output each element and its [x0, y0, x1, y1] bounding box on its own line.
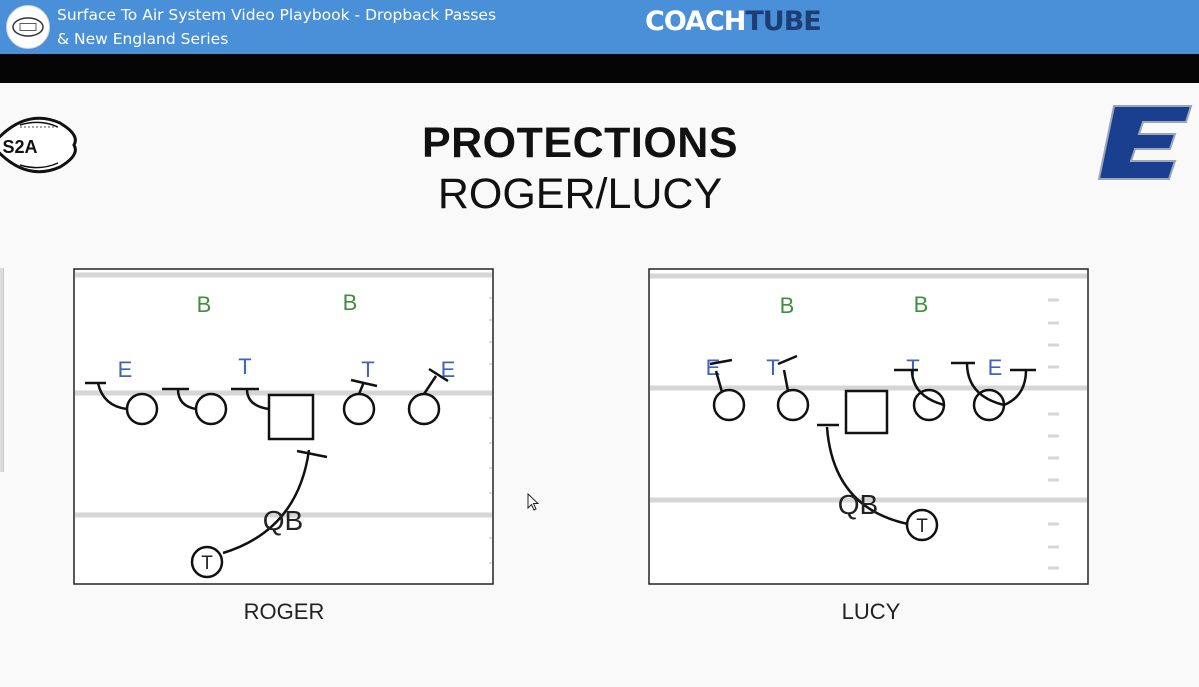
video-title-line1: Surface To Air System Video Playbook - D…	[57, 6, 497, 24]
channel-avatar[interactable]	[6, 5, 50, 49]
football-logo-icon	[12, 17, 44, 37]
team-e-logo	[1097, 105, 1193, 180]
offensive-lineman	[194, 392, 228, 426]
slide-title: PROTECTIONS	[421, 119, 739, 167]
protector-tag-label: T	[916, 516, 928, 537]
roger-diagram: B B E T T E QB T	[73, 268, 494, 585]
s2a-logo-text: S2A	[2, 137, 37, 157]
video-title[interactable]: Surface To Air System Video Playbook - D…	[57, 3, 577, 51]
center	[267, 393, 315, 441]
mouse-pointer-icon	[527, 493, 540, 511]
tackle-label: T	[238, 354, 251, 379]
s2a-football-logo: S2A	[0, 116, 77, 174]
tackle-label: T	[361, 357, 374, 382]
end-label: E	[988, 355, 1003, 380]
end-label: E	[441, 357, 456, 382]
video-frame[interactable]: S2A PROTECTIONS ROGER/LUCY B B E T T E	[0, 83, 1199, 687]
roger-caption: ROGER	[243, 599, 325, 624]
backer-label: B	[914, 292, 929, 317]
video-letterbox-bar	[0, 54, 1199, 83]
top-bar: Surface To Air System Video Playbook - D…	[0, 0, 1199, 54]
video-title-line2: & New England Series	[57, 30, 229, 48]
tackle-label: T	[766, 355, 779, 380]
backer-label: B	[780, 293, 795, 318]
brand-part2: TUBE	[745, 6, 821, 37]
offensive-lineman	[125, 392, 159, 426]
lucy-caption: LUCY	[841, 599, 901, 624]
backer-label: B	[197, 292, 212, 317]
coachtube-logo[interactable]: COACHTUBE	[645, 6, 822, 37]
left-edge-tab	[0, 268, 4, 472]
offensive-lineman	[407, 392, 441, 426]
protector-tag	[905, 508, 939, 542]
protector-tag	[190, 545, 224, 579]
slide-subtitle: ROGER/LUCY	[437, 170, 723, 218]
backer-label: B	[343, 290, 358, 315]
lucy-diagram: B B E T T E QB T	[648, 268, 1089, 585]
brand-part1: COACH	[645, 6, 746, 37]
end-label: E	[118, 357, 133, 382]
qb-label: QB	[263, 505, 303, 536]
qb-label: QB	[838, 489, 878, 520]
protector-tag-label: T	[201, 553, 213, 574]
offensive-lineman	[342, 392, 376, 426]
tackle-label: T	[906, 355, 919, 380]
